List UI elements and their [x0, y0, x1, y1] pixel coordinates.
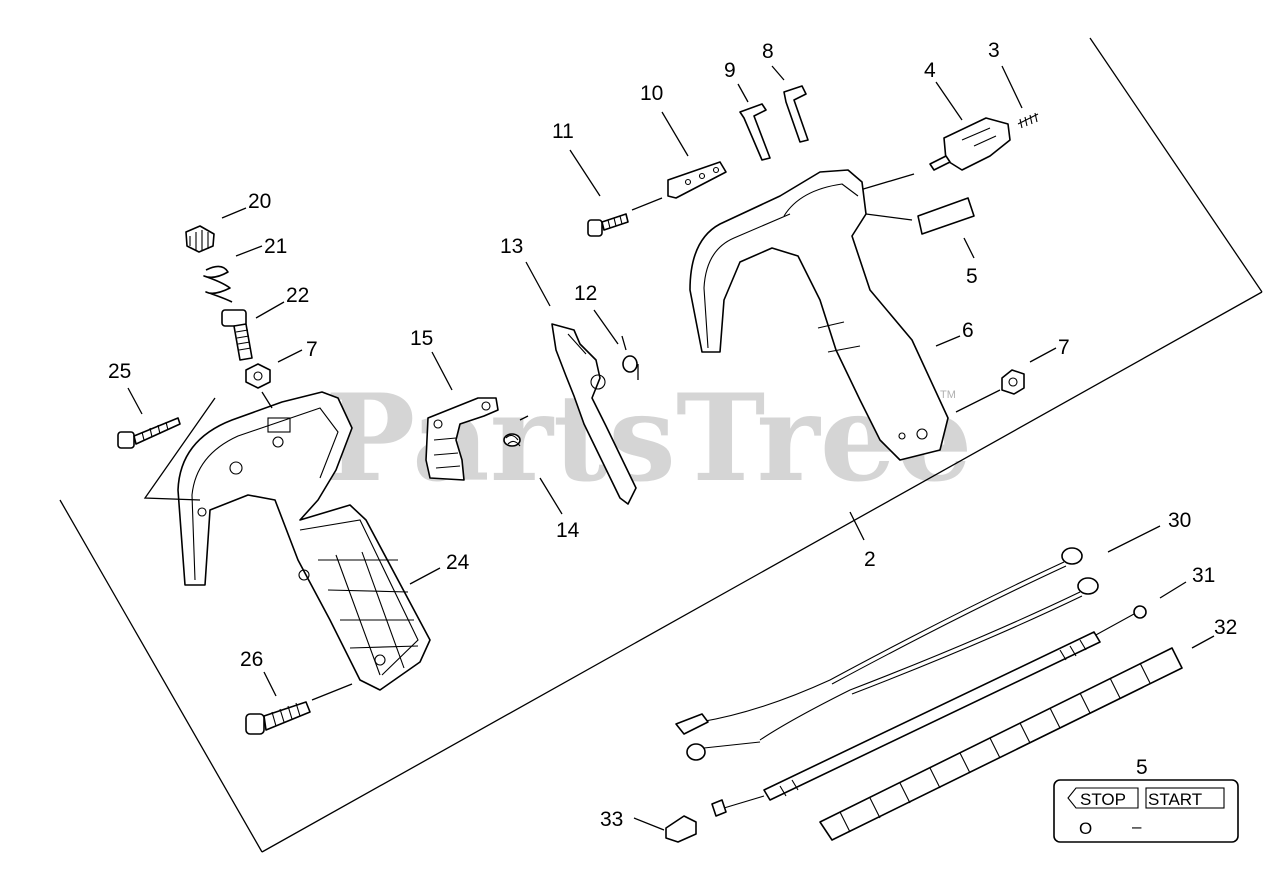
- cap-33[interactable]: [665, 815, 697, 843]
- corrugated-tube-32[interactable]: [819, 647, 1183, 841]
- callout-2: 2: [864, 548, 876, 571]
- wire-harness-30[interactable]: [675, 547, 1099, 761]
- callout-3: 3: [988, 39, 1000, 62]
- callout-33: 33: [600, 808, 623, 831]
- screw-11[interactable]: [587, 213, 629, 237]
- callout-5-label: 5: [966, 265, 978, 288]
- callout-15: 15: [410, 327, 433, 350]
- callout-7-right: 7: [1058, 336, 1070, 359]
- bracket-8[interactable]: [783, 85, 809, 143]
- screw-3[interactable]: [1017, 112, 1039, 129]
- callout-labels: 20 21 22 7 25 24 26 15 13 12 14 11 10 9 …: [108, 39, 1237, 831]
- knob-20[interactable]: [185, 225, 215, 253]
- trigger-15[interactable]: [425, 397, 499, 481]
- callout-24: 24: [446, 551, 470, 574]
- callout-10: 10: [640, 82, 663, 105]
- screw-25[interactable]: [117, 417, 181, 449]
- callout-20: 20: [248, 190, 271, 213]
- callout-11: 11: [552, 120, 574, 143]
- plate-10[interactable]: [667, 161, 727, 199]
- callout-32: 32: [1214, 616, 1237, 639]
- leader-26-handle: [311, 683, 353, 701]
- callout-8: 8: [762, 40, 774, 63]
- decal-off-symbol: O: [1079, 819, 1092, 838]
- bracket-9[interactable]: [739, 103, 771, 161]
- nut-7-left[interactable]: [245, 363, 271, 389]
- screw-26[interactable]: [245, 701, 311, 735]
- clip-12[interactable]: [621, 335, 639, 380]
- stop-start-decal[interactable]: STOP START O –: [1053, 779, 1239, 843]
- callout-30: 30: [1168, 509, 1191, 532]
- lever-13[interactable]: [551, 323, 637, 505]
- callout-25: 25: [108, 360, 131, 383]
- leader-14-top: [519, 415, 529, 421]
- cable-31[interactable]: [711, 605, 1147, 817]
- leader-bracket-25: [143, 397, 216, 501]
- assembly-boundary: [59, 37, 1263, 853]
- decal-start-text: START: [1148, 790, 1202, 809]
- leader-7-nut: [955, 389, 1001, 413]
- nut-7-right[interactable]: [1001, 369, 1025, 395]
- callout-13: 13: [500, 235, 523, 258]
- leader-stack: [261, 391, 273, 409]
- handle-half-right-6[interactable]: [689, 169, 949, 461]
- callout-14: 14: [556, 519, 580, 542]
- leader-11-plate: [631, 197, 663, 211]
- callout-22: 22: [286, 284, 309, 307]
- callout-4: 4: [924, 59, 936, 82]
- callout-leaders: [127, 65, 1215, 697]
- callout-12: 12: [574, 282, 597, 305]
- spring-21[interactable]: [203, 265, 233, 303]
- screw-22[interactable]: [221, 309, 253, 361]
- callout-26: 26: [240, 648, 263, 671]
- callout-31: 31: [1192, 564, 1215, 587]
- spring-14[interactable]: [503, 433, 521, 447]
- watermark-trademark: TM: [940, 389, 956, 401]
- leader-4-switch: [859, 173, 915, 191]
- label-5[interactable]: [917, 197, 975, 235]
- callout-21: 21: [264, 235, 287, 258]
- callout-5-decal: 5: [1136, 756, 1148, 779]
- handle-half-left-24[interactable]: [177, 391, 431, 691]
- callout-7-left: 7: [306, 338, 318, 361]
- decal-stop-text: STOP: [1080, 790, 1126, 809]
- callout-6: 6: [962, 319, 974, 342]
- switch-4[interactable]: [929, 117, 1011, 171]
- decal-on-symbol: –: [1132, 817, 1142, 836]
- leader-33: [633, 817, 665, 831]
- callout-9: 9: [724, 59, 736, 82]
